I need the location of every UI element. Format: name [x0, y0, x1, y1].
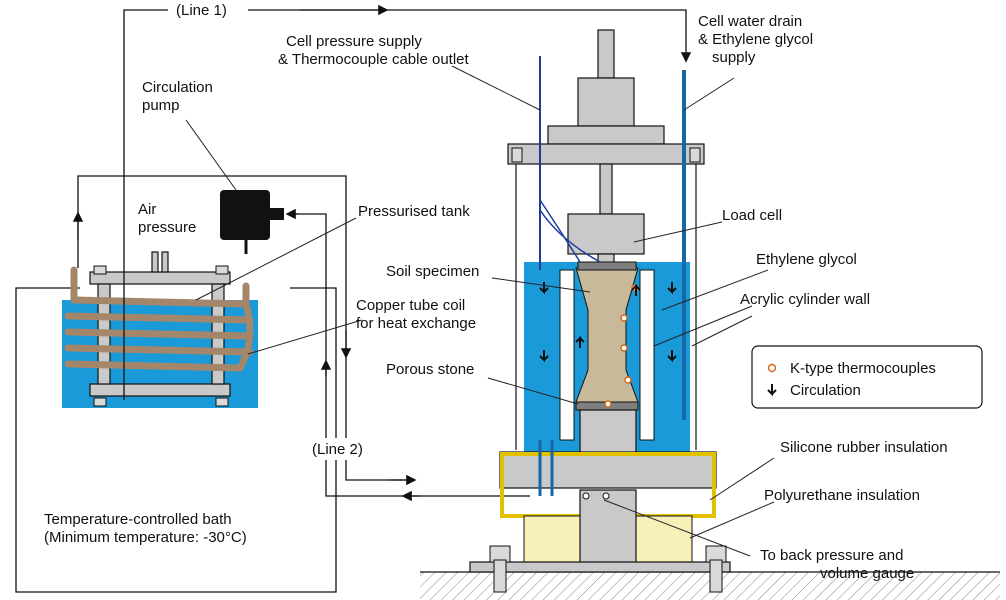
air-pressure-label-2: pressure [138, 219, 196, 236]
cell-water-drain-label-3: supply [712, 49, 756, 66]
back-pressure-label-1: To back pressure and [760, 547, 903, 564]
circulation-pump-label-1: Circulation [142, 79, 213, 96]
copper-coil-label-1: Copper tube coil [356, 297, 465, 314]
copper-tube-coil [64, 266, 254, 372]
copper-coil-label-2: for heat exchange [356, 315, 476, 332]
line-2-label: (Line 2) [312, 441, 363, 458]
cell-pressure-label-1: Cell pressure supply [286, 33, 422, 50]
circulation-pump-label-2: pump [142, 97, 180, 114]
air-pressure-label-1: Air [138, 201, 156, 218]
soil-specimen-label: Soil specimen [386, 263, 479, 280]
legend-thermocouples: K-type thermocouples [790, 360, 936, 377]
back-pressure-label-2: volume gauge [820, 565, 914, 582]
bath-return-pipe [72, 175, 352, 364]
cell-water-drain-label-1: Cell water drain [698, 13, 802, 30]
porous-stone-label: Porous stone [386, 361, 474, 378]
legend-circulation: Circulation [790, 382, 861, 399]
legend: K-type thermocouples Circulation [751, 345, 983, 409]
bath-label-2: (Minimum temperature: -30°C) [44, 529, 247, 546]
acrylic-wall-label: Acrylic cylinder wall [740, 291, 870, 308]
ethylene-glycol-label: Ethylene glycol [756, 251, 857, 268]
cell-water-drain-label-2: & Ethylene glycol [698, 31, 813, 48]
cell-pressure-label-2: & Thermocouple cable outlet [278, 51, 470, 68]
leader-lines [185, 65, 775, 557]
pressurised-tank-label: Pressurised tank [358, 203, 470, 220]
polyurethane-label: Polyurethane insulation [764, 487, 920, 504]
line-1-label: (Line 1) [176, 2, 227, 19]
silicone-rubber-label: Silicone rubber insulation [780, 439, 948, 456]
triaxial-cell [420, 29, 1000, 600]
bath-label-1: Temperature-controlled bath [44, 511, 232, 528]
line-2-pipe [285, 208, 530, 502]
circulation-pump [220, 190, 284, 254]
circulation-arrow-icon [767, 384, 777, 397]
line-1-pipe [123, 0, 692, 400]
thermocouple-icon [767, 363, 777, 373]
load-cell-label: Load cell [722, 207, 782, 224]
